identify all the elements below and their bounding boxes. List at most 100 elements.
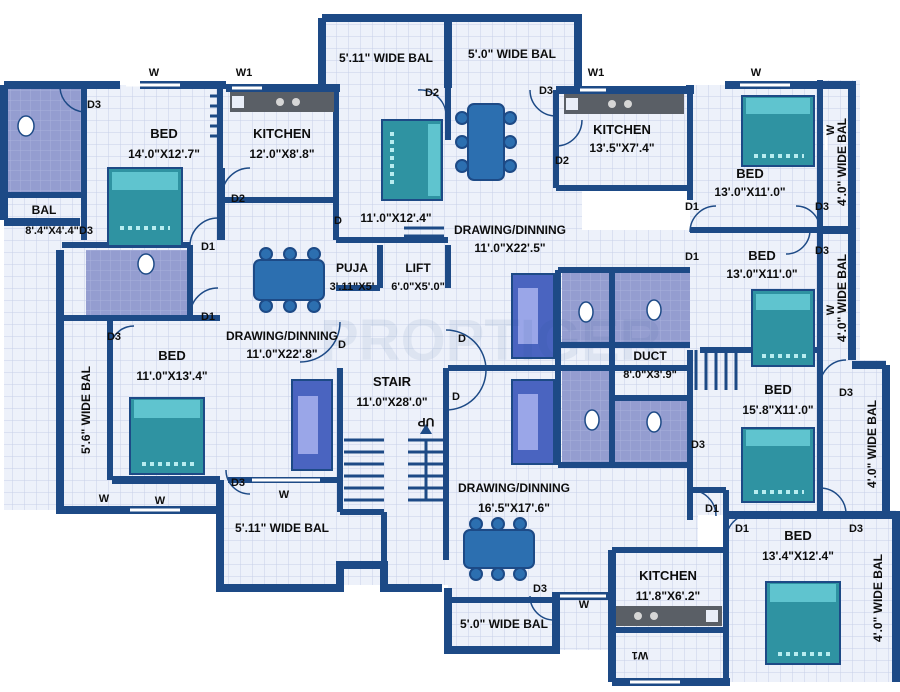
bed-icon xyxy=(381,119,443,201)
window-tag: W xyxy=(751,67,762,79)
bed-icon xyxy=(741,427,815,503)
room-size: 11'.0"X13'.4" xyxy=(136,369,207,383)
toilet-icon xyxy=(646,299,662,321)
opening-tags: W W1 W1 W W W W W W1 W W D3 D3 D2 D1 D1 … xyxy=(79,67,863,661)
room-name: DUCT xyxy=(633,349,667,363)
room-size: 11'.8"X6'.2" xyxy=(636,589,700,603)
room-size: 8'.4"X4'.4" xyxy=(25,225,79,237)
window-tag: W xyxy=(579,599,590,611)
room-labels: BED 14'.0"X12'.7" BAL 8'.4"X4'.4" KITCHE… xyxy=(25,122,834,603)
balcony-label: 5'.6" WIDE BAL xyxy=(79,366,93,454)
door-swings xyxy=(59,87,847,621)
sofa-icon xyxy=(511,273,555,359)
room-name: LIFT xyxy=(405,261,431,275)
dining-table-icon xyxy=(463,517,535,581)
room-size: 13'.4"X12'.4" xyxy=(762,549,834,563)
door-tag: D2 xyxy=(425,87,439,99)
room-size: 13'.5"X7'.4" xyxy=(589,141,654,155)
watermark: PROPTIGER xyxy=(320,308,662,373)
room-name: KITCHEN xyxy=(639,568,697,583)
room-size: 11'.0"X22'.5" xyxy=(474,241,545,255)
room-name: BAL xyxy=(32,203,57,217)
dining-tables xyxy=(253,103,535,581)
door-tag: D1 xyxy=(201,241,215,253)
door-tag: D xyxy=(334,215,342,227)
room-size: 14'.0"X12'.7" xyxy=(128,147,200,161)
room-size: 6'.0"X5'.0" xyxy=(391,281,445,293)
stair-up-label: UP xyxy=(418,415,435,429)
room-size: 3'.11"X5' xyxy=(330,281,375,293)
window-tag: W xyxy=(825,304,837,315)
door-tag: D3 xyxy=(231,477,245,489)
door-tag: D3 xyxy=(849,523,863,535)
door-tag: D3 xyxy=(839,387,853,399)
room-name: BED xyxy=(764,382,791,397)
bathroom-top-left xyxy=(6,88,84,193)
bed-icon xyxy=(751,289,815,367)
sofa-icon xyxy=(291,379,333,471)
windows xyxy=(126,83,828,684)
door-tag: D3 xyxy=(87,99,101,111)
door-tag: D3 xyxy=(691,439,705,451)
balcony-label: 4'.0" WIDE BAL xyxy=(835,118,849,206)
sofa-icon xyxy=(511,379,555,465)
bed-icon xyxy=(765,581,841,665)
room-size: 16'.5"X17'.6" xyxy=(478,501,550,515)
beds xyxy=(107,95,841,665)
balcony-label: 4'.0" WIDE BAL xyxy=(835,254,849,342)
door-tag: D3 xyxy=(533,583,547,595)
room-name: KITCHEN xyxy=(593,122,651,137)
window-tag: W xyxy=(99,493,110,505)
door-tag: D1 xyxy=(685,201,699,213)
window-tag: W1 xyxy=(632,649,649,661)
room-size: 13'.0"X11'.0" xyxy=(714,185,785,199)
door-tag: D1 xyxy=(705,503,719,515)
window-tag: W xyxy=(279,489,290,501)
balcony-label: 4'.0" WIDE BAL xyxy=(871,554,885,642)
door-tag: D3 xyxy=(107,331,121,343)
dining-table-icon xyxy=(253,247,325,313)
room-size: 11'.0"X12'.4" xyxy=(360,211,431,225)
balcony-labels: 5'.11" WIDE BAL 5'.0" WIDE BAL 4'.0" WID… xyxy=(79,47,885,642)
up-arrow-icon xyxy=(420,424,432,500)
room-name: BED xyxy=(150,126,177,141)
door-tag: D2 xyxy=(231,193,245,205)
room-name: KITCHEN xyxy=(253,126,311,141)
window-tag: W1 xyxy=(588,67,605,79)
kitchen-counters xyxy=(230,92,722,626)
balcony-label: 5'.11" WIDE BAL xyxy=(339,51,433,65)
room-name: PUJA xyxy=(336,261,368,275)
balcony-label: 5'.0" WIDE BAL xyxy=(468,47,556,61)
room-size: 11'.0"X22'.8" xyxy=(246,347,317,361)
toilets xyxy=(17,115,662,433)
room-name: STAIR xyxy=(373,374,412,389)
room-name: DRAWING/DINNING xyxy=(458,481,570,495)
room-size: 11'.0"X28'.0" xyxy=(356,395,427,409)
balcony-label: 5'.0" WIDE BAL xyxy=(460,617,548,631)
balcony-label: 5'.11" WIDE BAL xyxy=(235,521,329,535)
room-size: 8'.0"X3'.9" xyxy=(623,369,677,381)
bed-icon xyxy=(129,397,205,475)
toilet-icon xyxy=(584,409,600,431)
window-tag: W xyxy=(825,124,837,135)
door-tag: D3 xyxy=(815,245,829,257)
room-name: BED xyxy=(158,348,185,363)
room-name: DRAWING/DINNING xyxy=(226,329,338,343)
window-tag: W1 xyxy=(236,67,253,79)
toilet-icon xyxy=(646,411,662,433)
bed-icon xyxy=(107,167,183,247)
toilet-icon xyxy=(137,253,155,275)
room-size: 12'.0"X8'.8" xyxy=(249,147,314,161)
toilet-icon xyxy=(578,301,594,323)
window-tag: W xyxy=(155,495,166,507)
door-tag: D1 xyxy=(201,311,215,323)
room-name: BED xyxy=(784,528,811,543)
dining-table-icon xyxy=(455,103,517,181)
bed-icon xyxy=(741,95,815,167)
door-tag: D1 xyxy=(735,523,749,535)
door-tag: D xyxy=(338,339,346,351)
door-tag: D xyxy=(452,391,460,403)
sofas xyxy=(291,273,555,471)
